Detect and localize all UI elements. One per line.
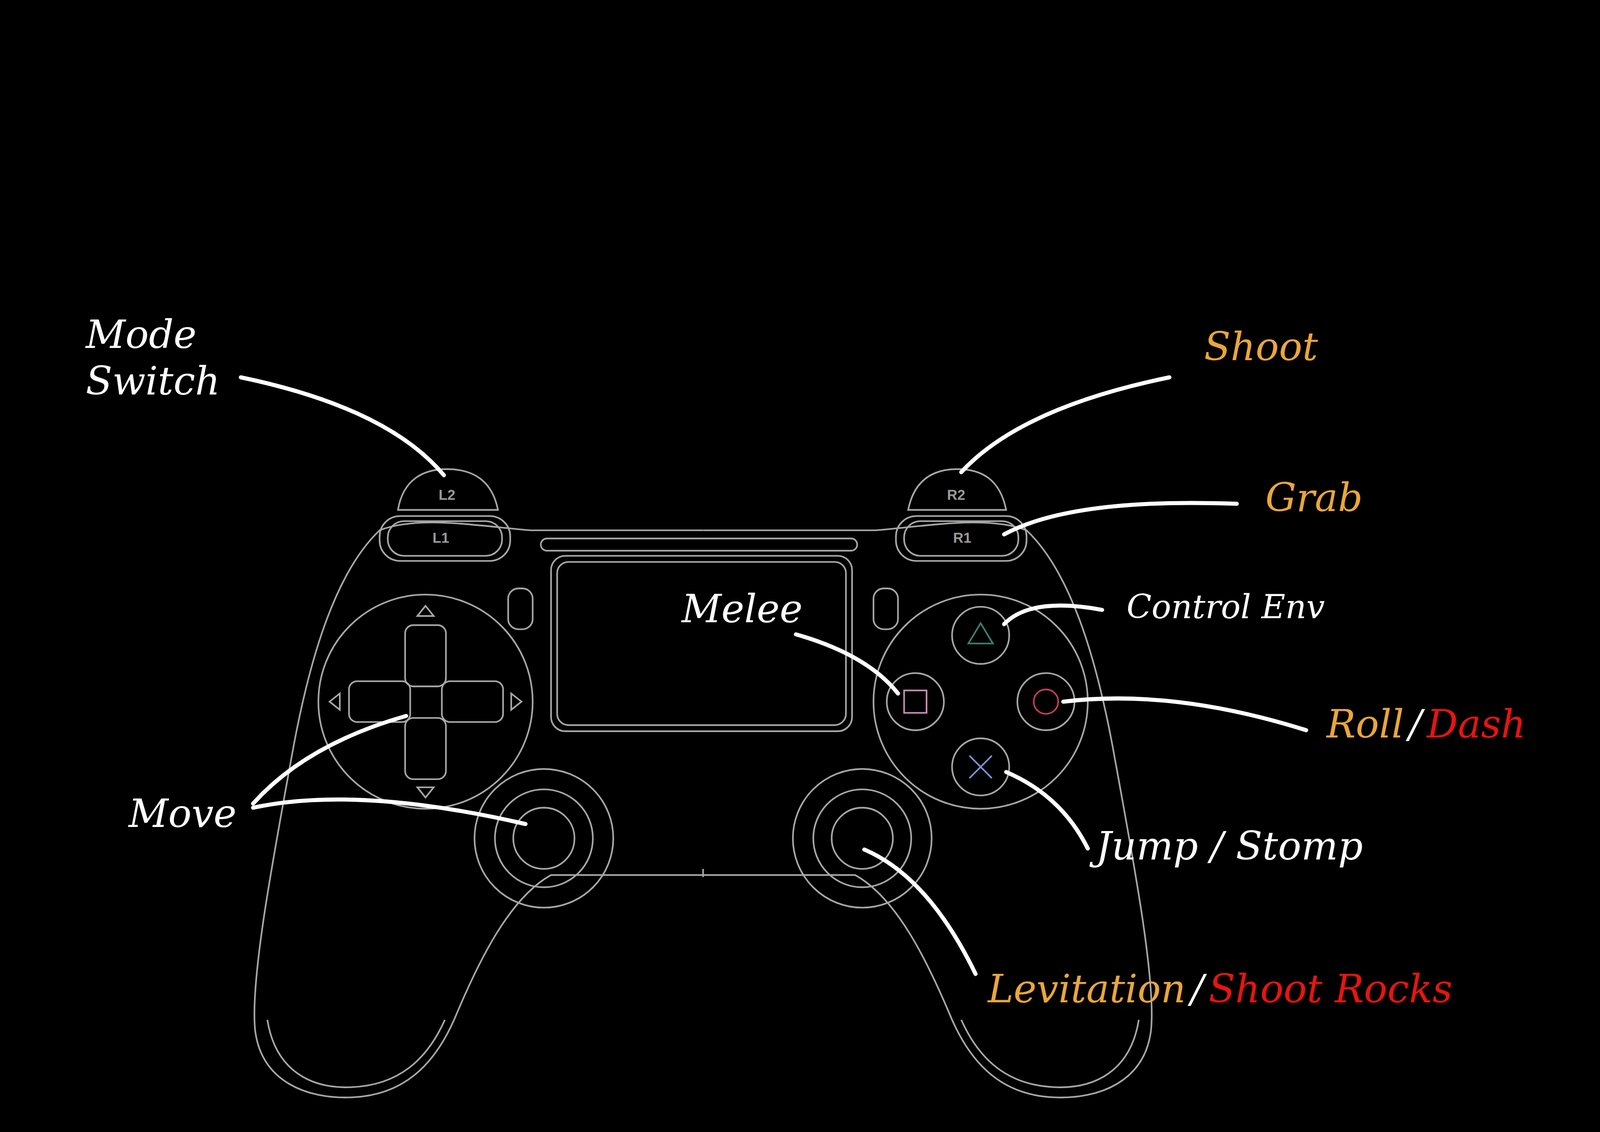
control-label: Shoot Rocks xyxy=(1208,966,1453,1014)
center-seam xyxy=(702,869,705,878)
r1-bumper-inner xyxy=(903,521,1019,556)
triangle-button xyxy=(951,607,1009,664)
control-label: / xyxy=(1408,701,1422,749)
dpad-down xyxy=(404,718,446,780)
label-row: Shoot xyxy=(1204,324,1318,372)
label-row: Control Env xyxy=(1126,587,1326,627)
label-row: Jump / Stomp xyxy=(1096,823,1364,871)
triangle-symbol xyxy=(968,623,993,644)
touchpad xyxy=(550,555,852,732)
label-row: Grab xyxy=(1265,475,1364,523)
button-label: R1 xyxy=(953,529,972,546)
touchpad-inner xyxy=(557,561,847,725)
share-button xyxy=(508,588,533,630)
right-stick xyxy=(813,789,912,888)
controller-body xyxy=(254,522,704,1098)
control-label: / xyxy=(1190,966,1204,1014)
left-stick-well xyxy=(474,769,614,909)
button-label: R2 xyxy=(946,486,965,503)
control-label: Jump / Stomp xyxy=(1096,823,1364,871)
button-name: R2 xyxy=(946,486,965,503)
l1-bumper xyxy=(379,516,511,561)
leader-line xyxy=(253,715,407,804)
leader-line xyxy=(1004,605,1103,625)
leader-line xyxy=(240,377,444,476)
control-label: Melee xyxy=(681,586,803,634)
r2-trigger xyxy=(908,469,1007,510)
square-button xyxy=(886,672,944,730)
button-label: L1 xyxy=(432,529,450,546)
circle-symbol xyxy=(1033,689,1059,715)
l2-trigger xyxy=(398,469,499,510)
button-name: L1 xyxy=(432,529,450,546)
dpad-right xyxy=(442,681,504,723)
left-stick-cap xyxy=(513,807,575,869)
leader-line xyxy=(1063,698,1307,731)
control-label: Move xyxy=(128,791,237,838)
control-label: Control Env xyxy=(1126,587,1326,627)
label-row: Mode Switch xyxy=(85,312,255,406)
grip-inner xyxy=(267,1020,446,1088)
leader-line xyxy=(1006,771,1088,849)
right-stick-well xyxy=(792,769,932,909)
dpad-arrow xyxy=(511,693,522,711)
button-name: R1 xyxy=(953,529,972,546)
options-button xyxy=(873,588,899,630)
l1-bumper-inner xyxy=(387,521,503,556)
control-label: Shoot xyxy=(1204,324,1318,372)
cross-symbol xyxy=(969,755,993,779)
control-label: Grab xyxy=(1265,475,1364,523)
left-stick xyxy=(494,789,593,888)
leader-line xyxy=(1004,503,1238,535)
dpad-well xyxy=(318,594,533,810)
dpad-up xyxy=(404,625,446,687)
label-row: Roll/Dash xyxy=(1326,701,1526,749)
dpad-arrow xyxy=(417,787,434,798)
cross-button xyxy=(951,738,1009,796)
leader-line xyxy=(864,849,976,975)
dpad-arrow xyxy=(329,693,340,711)
leader-line xyxy=(253,799,526,824)
grip-inner xyxy=(961,1020,1139,1088)
button-name: L2 xyxy=(438,486,456,503)
control-label: Roll xyxy=(1326,701,1404,749)
face-well xyxy=(873,594,1088,810)
leader-line xyxy=(795,634,899,694)
button-label: L2 xyxy=(438,486,456,503)
label-row: Move xyxy=(128,791,237,838)
control-label: Levitation xyxy=(987,966,1186,1014)
control-label: Dash xyxy=(1426,701,1526,749)
label-row: Levitation/Shoot Rocks xyxy=(987,966,1453,1014)
square-symbol xyxy=(903,690,927,714)
label-row: Melee xyxy=(681,586,803,634)
light-bar xyxy=(541,538,858,551)
leader-line xyxy=(961,377,1170,473)
control-label: Mode Switch xyxy=(85,312,255,406)
dpad-arrow xyxy=(417,606,434,617)
r1-bumper xyxy=(895,516,1027,561)
